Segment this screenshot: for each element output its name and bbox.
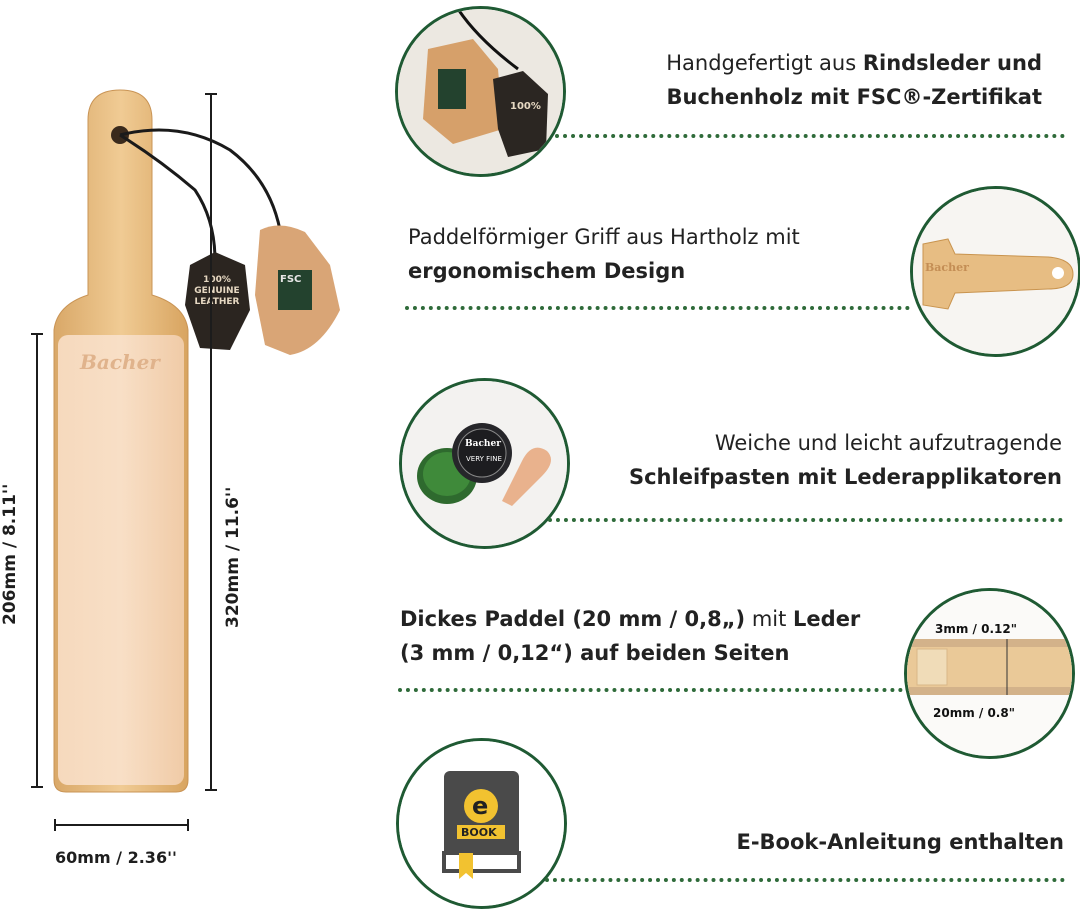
- section-bottom-label: 20mm / 0.8": [933, 706, 1015, 720]
- leather-tag-label: 100% GENUINE LEATHER: [194, 275, 240, 307]
- feature-4-normal: mit: [745, 607, 794, 631]
- dimension-leather-height-line: [31, 333, 43, 788]
- svg-text:100%: 100%: [510, 101, 541, 112]
- paddle-cross-section-icon: 3mm / 0.12" 20mm / 0.8": [907, 591, 1072, 756]
- dimension-width-line: [54, 819, 189, 831]
- ebook-letter: e: [472, 792, 488, 820]
- feature-1-normal: Handgefertigt aus: [666, 51, 863, 75]
- feature-4-dots: [398, 688, 903, 692]
- feature-2-normal: Paddelförmiger Griff aus Hartholz mit: [408, 225, 800, 249]
- ebook-icon: e BOOK: [399, 741, 564, 906]
- feature-4-circle: 3mm / 0.12" 20mm / 0.8": [904, 588, 1075, 759]
- paddle-handle-icon: Bacher: [913, 189, 1078, 354]
- feature-4-bold: Dickes Paddel (20 mm / 0,8„): [400, 607, 746, 631]
- feature-1-bold-2: Buchenholz mit FSC®-Zertifikat: [666, 85, 1043, 109]
- feature-5-text: E-Book-Anleitung enthalten: [736, 825, 1064, 859]
- brand-mark: Bacher: [80, 350, 160, 374]
- feature-4-bold-3: (3 mm / 0,12“) auf beiden Seiten: [400, 641, 790, 665]
- feature-2-dots: [405, 306, 910, 310]
- feature-3-bold: Schleifpasten mit Lederapplikatoren: [628, 465, 1062, 489]
- handle-brand-label: Bacher: [925, 261, 969, 274]
- polishing-paste-icon: Bacher VERY FINE: [402, 381, 567, 546]
- paste-grade-label: VERY FINE: [466, 455, 502, 463]
- feature-3-text: Weiche und leicht aufzutragende Schleifp…: [629, 426, 1062, 494]
- feature-3-normal: Weiche und leicht aufzutragende: [714, 431, 1062, 455]
- feature-1-dots: [555, 134, 1065, 138]
- dimension-leather-height: 206mm / 8.11'': [0, 483, 20, 625]
- product-paddle: [30, 80, 400, 810]
- feature-4-text: Dickes Paddel (20 mm / 0,8„) mit Leder (…: [400, 602, 860, 670]
- fsc-tag-label: FSC: [280, 274, 302, 285]
- feature-5-bold: E-Book-Anleitung enthalten: [736, 830, 1064, 854]
- feature-3-circle: Bacher VERY FINE: [399, 378, 570, 549]
- feature-5-dots: [545, 878, 1065, 882]
- feature-5-circle: e BOOK: [396, 738, 567, 909]
- ebook-word: BOOK: [461, 826, 497, 839]
- dimension-width: 60mm / 2.36'': [55, 848, 177, 867]
- feature-2-text: Paddelförmiger Griff aus Hartholz mit er…: [408, 220, 800, 288]
- leather-tags-icon: 100%: [398, 9, 563, 174]
- feature-2-bold: ergonomischem Design: [408, 259, 686, 283]
- feature-2-circle: Bacher: [910, 186, 1080, 357]
- feature-1-text: Handgefertigt aus Rindsleder und Buchenh…: [666, 46, 1042, 114]
- feature-1-circle: 100%: [395, 6, 566, 177]
- feature-4-bold-2: Leder: [793, 607, 861, 631]
- section-top-label: 3mm / 0.12": [935, 622, 1017, 636]
- feature-3-dots: [548, 518, 1063, 522]
- dimension-total-height-line: [205, 93, 217, 791]
- dimension-total-height: 320mm / 11.6'': [223, 486, 243, 628]
- feature-1-bold: Rindsleder und: [862, 51, 1042, 75]
- paste-brand-label: Bacher: [465, 439, 501, 449]
- paddle-illustration: [53, 89, 340, 793]
